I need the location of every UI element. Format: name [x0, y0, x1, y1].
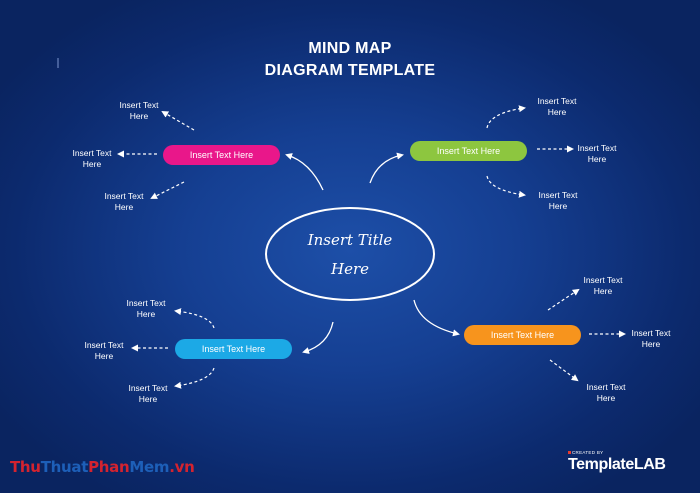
leaf-tl-1: Insert Text Here — [119, 100, 159, 121]
leaf-bl-2: Insert Text Here — [84, 340, 124, 361]
templatelab-accent — [568, 451, 571, 454]
br-leaf1-arrow — [547, 288, 580, 311]
center-to-bottom-right-arrow — [413, 299, 460, 337]
leaf-tl-2: Insert Text Here — [72, 148, 112, 169]
wm-part-thu: Thu — [10, 458, 41, 476]
leaf-bl-1: Insert Text Here — [126, 298, 166, 319]
center-node-title: Insert Title Here — [307, 231, 393, 278]
center-to-bottom-left-arrow — [302, 321, 334, 354]
leaf-bl-3: Insert Text Here — [128, 383, 168, 404]
wm-template: Template — [568, 456, 634, 473]
leaf-br-2: Insert Text Here — [631, 328, 671, 349]
br-leaf3-arrow — [549, 359, 579, 382]
diagram-title-line2: DIAGRAM TEMPLATE — [264, 62, 436, 79]
wm-part-phan: Phan — [88, 458, 130, 476]
leaf-tl-3: Insert Text Here — [104, 191, 144, 212]
branch-bottom-right: Insert Text Here — [464, 325, 581, 345]
wm-part-thuat: Thuat — [40, 458, 89, 476]
branch-top-right: Insert Text Here — [410, 141, 527, 161]
watermark-templatelab: CREATED BY TemplateLAB — [568, 450, 666, 474]
bl-leaf3-arrow — [174, 367, 215, 389]
branch-top-left: Insert Text Here — [163, 145, 280, 165]
center-to-top-right-arrow — [369, 152, 404, 184]
tr-leaf1-arrow — [486, 105, 526, 129]
bl-leaf1-arrow — [174, 308, 215, 329]
watermark-thuthuatphanmem: ThuThuatPhanMem.vn — [10, 458, 195, 476]
center-to-top-left-arrow — [285, 153, 324, 191]
tl-leaf3-arrow — [150, 181, 185, 199]
wm-part-vn: .vn — [169, 458, 195, 476]
leaf-br-1: Insert Text Here — [583, 275, 623, 296]
tl-leaf1-arrow — [161, 110, 195, 131]
tr-leaf3-arrow — [486, 175, 526, 198]
wm-lab: LAB — [633, 456, 666, 473]
leaf-tr-1: Insert Text Here — [537, 96, 577, 117]
leaf-br-3: Insert Text Here — [586, 382, 626, 403]
center-node-outline — [265, 207, 435, 301]
diagram-title-line1: MIND MAP — [308, 40, 392, 57]
wm-part-mem: Mem — [129, 458, 170, 476]
branch-bottom-left: Insert Text Here — [175, 339, 292, 359]
wm-created-by: CREATED BY — [572, 450, 604, 455]
leaf-tr-3: Insert Text Here — [538, 190, 578, 211]
leaf-tr-2: Insert Text Here — [577, 143, 617, 164]
